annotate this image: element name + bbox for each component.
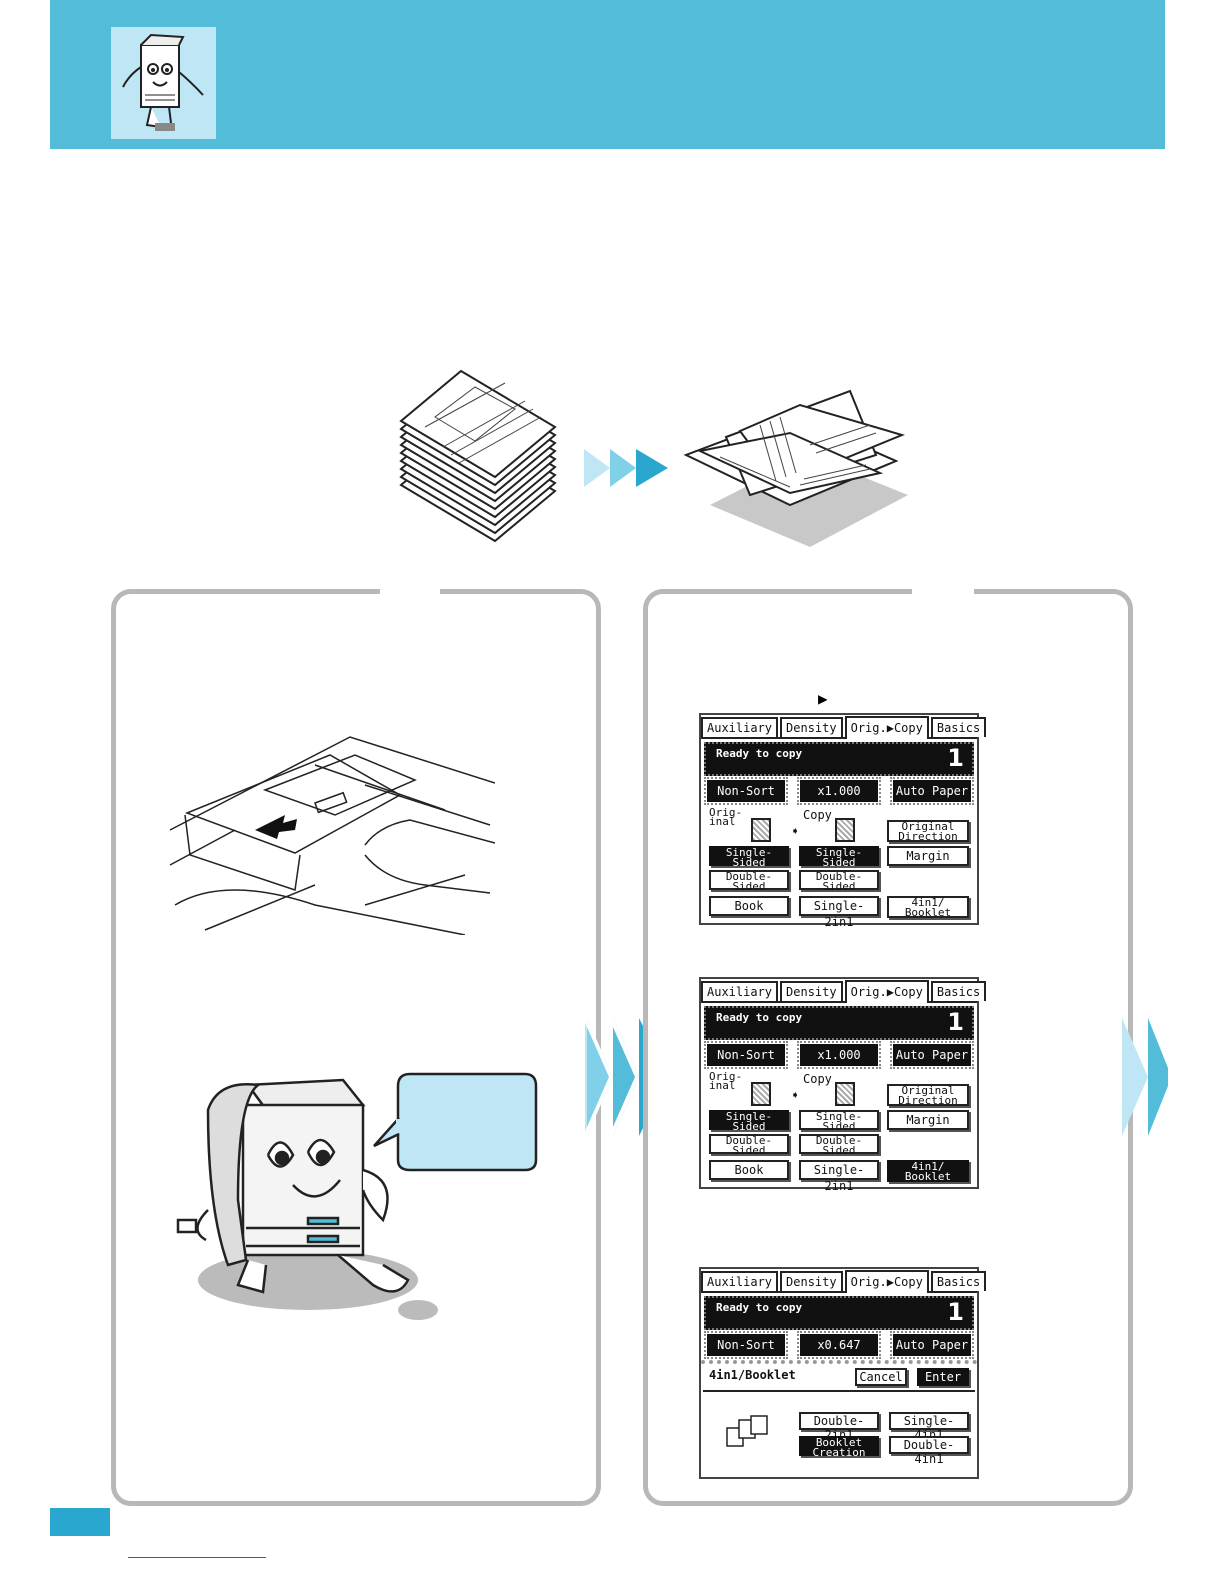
tab-basics[interactable]: Basics <box>930 981 987 1001</box>
margin-button[interactable]: Margin <box>887 846 969 866</box>
orig-copy-panel: Orig- inal ➧ Copy Original Direction Sin… <box>701 1070 977 1194</box>
copy-count: 1 <box>947 1298 964 1326</box>
tab-basics[interactable]: Basics <box>930 1271 987 1291</box>
booklet-pages-icon <box>726 1415 768 1447</box>
booklet-illustration <box>683 389 908 547</box>
tab-auxiliary[interactable]: Auxiliary <box>701 981 779 1001</box>
book-button[interactable]: Book <box>709 1160 789 1180</box>
double-sided-original-button[interactable]: Double- Sided <box>709 1134 789 1156</box>
original-direction-button[interactable]: Original Direction <box>887 1084 969 1106</box>
original-label: Orig- inal <box>709 806 743 828</box>
left-panel-title-gap <box>380 585 440 597</box>
paper-button[interactable]: Auto Paper <box>890 1331 974 1359</box>
single-2in1-button[interactable]: Single-2in1 <box>799 896 879 929</box>
double-2in1-button[interactable]: Double-2in1 <box>799 1412 879 1442</box>
touch-screen-booklet: Auxiliary Density Orig.▶Copy Basics Read… <box>699 1267 987 1479</box>
mascot-badge <box>111 27 216 139</box>
triple-arrow-icon <box>584 449 668 487</box>
tab-basics[interactable]: Basics <box>930 717 987 737</box>
status-message: Ready to copy <box>716 1011 803 1024</box>
touch-screen-orig-copy-2: Auxiliary Density Orig.▶Copy Basics Read… <box>699 977 987 1193</box>
footer-rule <box>128 1557 266 1558</box>
next-page-arrow-icon <box>1122 1018 1168 1136</box>
sort-button[interactable]: Non-Sort <box>704 1041 788 1069</box>
zoom-button[interactable]: x1.000 <box>797 777 881 805</box>
cancel-button[interactable]: Cancel <box>855 1368 907 1386</box>
single-sided-copy-button[interactable]: Single- Sided <box>799 846 879 868</box>
tab-bar: Auxiliary Density Orig.▶Copy Basics <box>701 1269 987 1293</box>
double-sided-copy-button[interactable]: Double- Sided <box>799 870 879 892</box>
enter-button[interactable]: Enter <box>917 1368 969 1386</box>
double-sided-original-button[interactable]: Double- Sided <box>709 870 789 892</box>
orig-copy-panel: Orig- inal ➧ Copy Original Direction Sin… <box>701 806 977 930</box>
touch-screen-orig-copy-1: Auxiliary Density Orig.▶Copy Basics Read… <box>699 713 987 929</box>
tab-bar: Auxiliary Density Orig.▶Copy Basics <box>701 715 987 739</box>
right-panel-title-gap <box>912 585 974 597</box>
tab-bar: Auxiliary Density Orig.▶Copy Basics <box>701 979 987 1003</box>
sort-button[interactable]: Non-Sort <box>704 777 788 805</box>
tab-density[interactable]: Density <box>780 981 843 1001</box>
status-message: Ready to copy <box>716 1301 803 1314</box>
double-4in1-button[interactable]: Double-4in1 <box>889 1436 969 1466</box>
single-4in1-button[interactable]: Single-4in1 <box>889 1412 969 1442</box>
page-stack-illustration <box>399 369 557 543</box>
tab-auxiliary[interactable]: Auxiliary <box>701 1271 779 1291</box>
speech-bubble <box>373 1072 538 1172</box>
status-bar: Ready to copy 1 <box>704 1006 974 1040</box>
tab-orig-copy[interactable]: Orig.▶Copy <box>844 980 929 1003</box>
margin-button[interactable]: Margin <box>887 1110 969 1130</box>
booklet-panel-title: 4in1/Booklet <box>709 1368 796 1382</box>
copy-label: Copy <box>803 808 832 822</box>
tab-orig-copy[interactable]: Orig.▶Copy <box>844 716 929 739</box>
copy-label: Copy <box>803 1072 832 1086</box>
tab-density[interactable]: Density <box>780 1271 843 1291</box>
copy-count: 1 <box>947 744 964 772</box>
original-doc-icon <box>751 818 771 842</box>
status-bar: Ready to copy 1 <box>704 742 974 776</box>
zoom-button[interactable]: x1.000 <box>797 1041 881 1069</box>
book-button[interactable]: Book <box>709 896 789 916</box>
copy-doc-icon <box>835 1082 855 1106</box>
double-sided-copy-button[interactable]: Double- Sided <box>799 1134 879 1156</box>
booklet-divider <box>703 1390 975 1392</box>
copy-count: 1 <box>947 1008 964 1036</box>
tab-density[interactable]: Density <box>780 717 843 737</box>
arrow-icon: ➧ <box>791 824 800 840</box>
4in1-booklet-button[interactable]: 4in1/ Booklet <box>887 1160 969 1182</box>
play-arrow-icon: ▶ <box>818 689 828 708</box>
booklet-panel: 4in1/Booklet Cancel Enter Double-2in1 Si… <box>701 1360 977 1488</box>
status-bar: Ready to copy 1 <box>704 1296 974 1330</box>
single-sided-original-button[interactable]: Single- Sided <box>709 846 789 868</box>
copy-doc-icon <box>835 818 855 842</box>
original-doc-icon <box>751 1082 771 1106</box>
arrow-icon: ➧ <box>791 1088 800 1104</box>
copier-character-illustration <box>176 1078 438 1320</box>
4in1-booklet-button[interactable]: 4in1/ Booklet <box>887 896 969 918</box>
status-message: Ready to copy <box>716 747 803 760</box>
paper-button[interactable]: Auto Paper <box>890 1041 974 1069</box>
adf-loading-illustration <box>169 736 495 935</box>
single-sided-original-button[interactable]: Single- Sided <box>709 1110 789 1132</box>
paper-button[interactable]: Auto Paper <box>890 777 974 805</box>
single-2in1-button[interactable]: Single-2in1 <box>799 1160 879 1193</box>
page-number-tab <box>50 1508 110 1536</box>
tab-orig-copy[interactable]: Orig.▶Copy <box>844 1270 929 1293</box>
left-step-panel <box>111 589 601 1506</box>
booklet-creation-button[interactable]: Booklet Creation <box>799 1436 879 1458</box>
original-direction-button[interactable]: Original Direction <box>887 820 969 842</box>
tab-auxiliary[interactable]: Auxiliary <box>701 717 779 737</box>
zoom-button[interactable]: x0.647 <box>797 1331 881 1359</box>
header-band <box>50 0 1165 149</box>
original-label: Orig- inal <box>709 1070 743 1092</box>
single-sided-copy-button[interactable]: Single- Sided <box>799 1110 879 1132</box>
sort-button[interactable]: Non-Sort <box>704 1331 788 1359</box>
copier-mascot-icon <box>122 33 204 131</box>
